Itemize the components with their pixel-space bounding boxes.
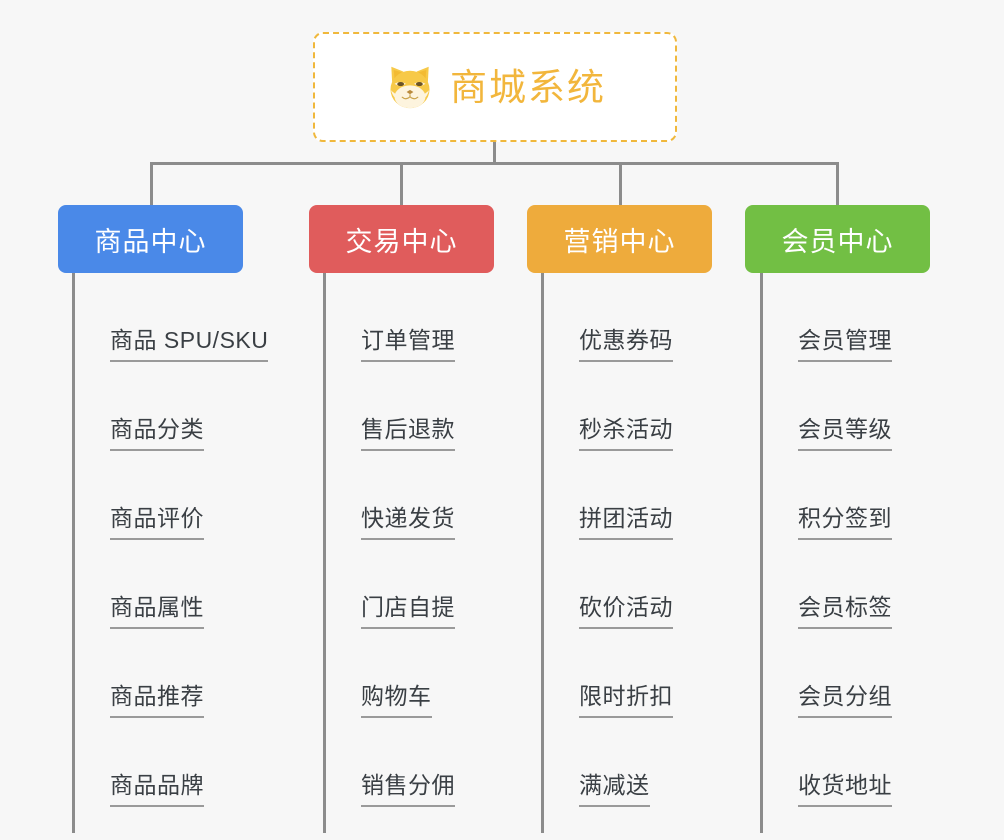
list-item[interactable]: 积分签到 xyxy=(760,451,892,540)
leaf-label: 优惠券码 xyxy=(579,327,673,362)
leaf-spine-2 xyxy=(323,273,326,833)
list-item[interactable]: 满减送 xyxy=(541,718,673,807)
leaf-label: 秒杀活动 xyxy=(579,416,673,451)
category-box-1[interactable]: 商品中心 xyxy=(58,205,243,273)
list-item[interactable]: 销售分佣 xyxy=(323,718,455,807)
leaf-label: 满减送 xyxy=(579,772,650,807)
list-item[interactable]: 商品品牌 xyxy=(72,718,268,807)
category-box-4[interactable]: 会员中心 xyxy=(745,205,930,273)
leaf-column-1: 商品 SPU/SKU 商品分类 商品评价 商品属性 商品推荐 商品品牌 xyxy=(72,273,269,833)
connector-root-stem xyxy=(493,142,496,164)
leaf-label: 销售分佣 xyxy=(361,772,455,807)
leaf-spine-1 xyxy=(72,273,75,833)
list-item[interactable]: 商品评价 xyxy=(72,451,268,540)
list-item[interactable]: 订单管理 xyxy=(323,273,455,362)
connector-horizontal-bus xyxy=(150,162,839,165)
leaf-label: 商品品牌 xyxy=(110,772,204,807)
leaf-label: 收货地址 xyxy=(798,772,892,807)
category-label-2: 交易中心 xyxy=(345,226,458,257)
leaf-label: 商品分类 xyxy=(110,416,204,451)
category-box-2[interactable]: 交易中心 xyxy=(309,205,494,273)
category-label-4: 会员中心 xyxy=(781,226,894,257)
list-item[interactable]: 会员管理 xyxy=(760,273,892,362)
shiba-dog-icon xyxy=(390,66,430,109)
list-item[interactable]: 商品属性 xyxy=(72,540,268,629)
connector-drop-1 xyxy=(150,162,153,205)
category-box-3[interactable]: 营销中心 xyxy=(527,205,712,273)
list-item[interactable]: 会员标签 xyxy=(760,540,892,629)
leaf-label: 商品属性 xyxy=(110,594,204,629)
leaf-label: 门店自提 xyxy=(361,594,455,629)
list-item[interactable]: 商品分类 xyxy=(72,362,268,451)
list-item[interactable]: 优惠券码 xyxy=(541,273,673,362)
leaf-label: 售后退款 xyxy=(361,416,455,451)
leaf-label: 快递发货 xyxy=(361,505,455,540)
list-item[interactable]: 收货地址 xyxy=(760,718,892,807)
list-item[interactable]: 售后退款 xyxy=(323,362,455,451)
connector-drop-2 xyxy=(400,162,403,205)
list-item[interactable]: 购物车 xyxy=(323,629,455,718)
leaf-label: 会员管理 xyxy=(798,327,892,362)
leaf-label: 会员标签 xyxy=(798,594,892,629)
leaf-label: 积分签到 xyxy=(798,505,892,540)
list-item[interactable]: 秒杀活动 xyxy=(541,362,673,451)
root-node-label: 商城系统 xyxy=(450,66,606,108)
list-item[interactable]: 门店自提 xyxy=(323,540,455,629)
leaf-column-4: 会员管理 会员等级 积分签到 会员标签 会员分组 收货地址 xyxy=(760,273,892,833)
list-item[interactable]: 砍价活动 xyxy=(541,540,673,629)
leaf-label: 会员等级 xyxy=(798,416,892,451)
list-item[interactable]: 商品推荐 xyxy=(72,629,268,718)
category-label-1: 商品中心 xyxy=(94,226,207,257)
leaf-spine-3 xyxy=(541,273,544,833)
leaf-label: 限时折扣 xyxy=(579,683,673,718)
list-item[interactable]: 商品 SPU/SKU xyxy=(72,273,269,362)
leaf-spine-4 xyxy=(760,273,763,833)
connector-drop-4 xyxy=(836,162,839,205)
leaf-label: 商品推荐 xyxy=(110,683,204,718)
leaf-label: 购物车 xyxy=(361,683,432,718)
list-item[interactable]: 限时折扣 xyxy=(541,629,673,718)
leaf-label: 拼团活动 xyxy=(579,505,673,540)
list-item[interactable]: 会员等级 xyxy=(760,362,892,451)
list-item[interactable]: 拼团活动 xyxy=(541,451,673,540)
leaf-label: 商品评价 xyxy=(110,505,204,540)
leaf-label: 订单管理 xyxy=(361,327,455,362)
root-node-shop-system[interactable]: 商城系统 xyxy=(313,32,677,142)
list-item[interactable]: 快递发货 xyxy=(323,451,455,540)
category-label-3: 营销中心 xyxy=(563,226,676,257)
leaf-label: 商品 SPU/SKU xyxy=(110,327,269,362)
leaf-column-3: 优惠券码 秒杀活动 拼团活动 砍价活动 限时折扣 满减送 xyxy=(541,273,673,833)
connector-drop-3 xyxy=(619,162,622,205)
leaf-label: 会员分组 xyxy=(798,683,892,718)
list-item[interactable]: 会员分组 xyxy=(760,629,892,718)
leaf-column-2: 订单管理 售后退款 快递发货 门店自提 购物车 销售分佣 xyxy=(323,273,455,833)
leaf-label: 砍价活动 xyxy=(579,594,673,629)
